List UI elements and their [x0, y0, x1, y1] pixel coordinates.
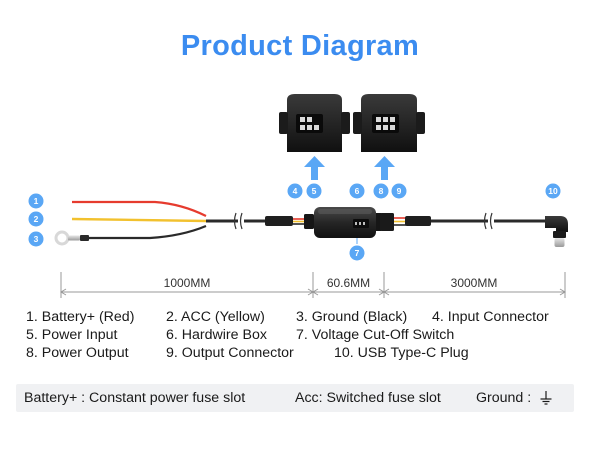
usb-type-c-plug-image: [545, 216, 568, 247]
marker-10: 10: [545, 183, 561, 199]
svg-text:10: 10: [548, 186, 558, 196]
marker-7: 7: [349, 245, 365, 261]
battery-red-wire: [72, 200, 207, 217]
marker-2: 2: [28, 211, 44, 227]
dimension-label-wires: 1000MM: [164, 276, 211, 290]
up-arrow-icon: [374, 156, 395, 180]
legend-item: 9. Output Connector: [166, 345, 294, 361]
marker-5: 5: [306, 183, 322, 199]
main-cable-right: [376, 212, 550, 231]
legend-item: 5. Power Input: [26, 327, 118, 343]
svg-text:8: 8: [379, 186, 384, 196]
legend-item: 10. USB Type-C Plug: [334, 345, 469, 361]
ground-note: Ground :: [476, 390, 532, 406]
wiring-diagram: 1 2 3 4 5 6 7 8: [28, 94, 568, 298]
page-title: Product Diagram: [180, 30, 420, 62]
legend-item: 2. ACC (Yellow): [166, 309, 265, 325]
svg-text:5: 5: [312, 186, 317, 196]
battery-note: Battery+ : Constant power fuse slot: [24, 390, 246, 406]
marker-8: 8: [373, 183, 389, 199]
svg-text:3: 3: [34, 234, 39, 244]
hardwire-box-image: [314, 207, 376, 238]
main-cable-left: [206, 212, 314, 230]
svg-text:4: 4: [293, 186, 298, 196]
input-connector-closeup-image: [279, 94, 350, 152]
dimension-lines: [60, 272, 566, 298]
marker-6: 6: [349, 183, 365, 199]
ground-black-wire: [54, 224, 207, 246]
marker-3: 3: [28, 231, 44, 247]
legend-item: 4. Input Connector: [432, 309, 549, 325]
legend-item: 8. Power Output: [26, 345, 129, 361]
up-arrow-icon: [304, 156, 325, 180]
svg-text:1: 1: [34, 196, 39, 206]
acc-yellow-wire: [71, 217, 207, 223]
marker-4: 4: [287, 183, 303, 199]
legend-item: 3. Ground (Black): [296, 309, 408, 325]
svg-text:6: 6: [355, 186, 360, 196]
svg-text:9: 9: [397, 186, 402, 196]
output-connector-closeup-image: [353, 94, 425, 152]
legend-item: 6. Hardwire Box: [166, 327, 267, 343]
svg-text:2: 2: [34, 214, 39, 224]
acc-note: Acc: Switched fuse slot: [295, 390, 441, 406]
legend-item: 1. Battery+ (Red): [26, 309, 135, 325]
svg-text:7: 7: [355, 248, 360, 258]
fuse-slot-note: Battery+ : Constant power fuse slot Acc:…: [16, 384, 574, 412]
marker-1: 1: [28, 193, 44, 209]
legend-item: 7. Voltage Cut-Off Switch: [296, 327, 455, 343]
dimension-label-cable: 3000MM: [451, 276, 498, 290]
marker-9: 9: [391, 183, 407, 199]
dimension-label-box: 60.6MM: [327, 276, 370, 290]
ground-symbol-icon: [540, 391, 552, 405]
